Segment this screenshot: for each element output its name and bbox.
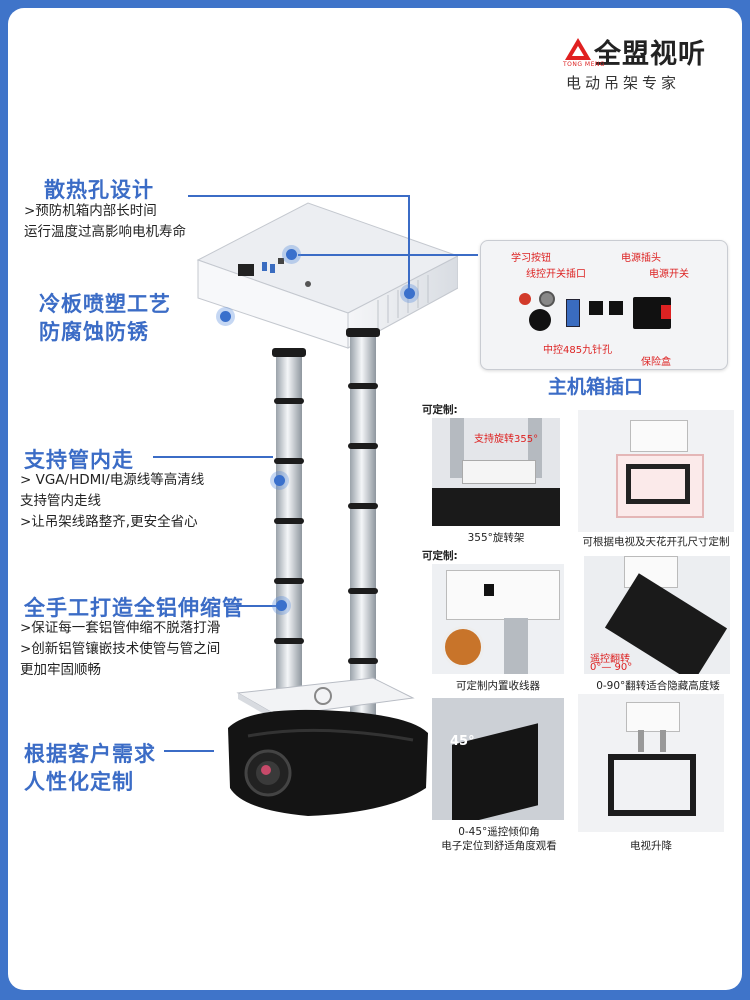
feature-desc-line: > VGA/HDMI/电源线等高清线	[20, 472, 205, 488]
label-power-plug: 电源插头	[621, 253, 661, 264]
brand-name: 全盟视听	[594, 39, 706, 70]
product-illustration	[196, 202, 458, 816]
callout-line	[236, 605, 276, 607]
tv-mount-graphic	[608, 754, 696, 816]
feature-title-coating: 冷板喷塑工艺	[39, 292, 171, 316]
label-power-switch: 电源开关	[649, 269, 689, 280]
learn-button-icon	[519, 293, 531, 305]
gallery-caption: 电子定位到舒适角度观看	[441, 840, 557, 852]
label-wire-switch-port: 线控开关插口	[526, 269, 586, 280]
pole-graphic	[504, 618, 528, 674]
feature-desc-custom: 人性化定制	[24, 770, 134, 794]
callout-dot	[276, 600, 287, 611]
tv-frame-graphic	[626, 464, 690, 504]
box-graphic	[630, 420, 688, 452]
feature-desc-aluminum-tube: >保证每一套铝管伸缩不脱落打滑 >创新铝管镶嵌技术使管与管之间 更加牢固顺畅	[20, 618, 220, 681]
callout-line	[153, 456, 273, 458]
box-graphic	[626, 702, 680, 732]
feature-desc-coating: 防腐蚀防锈	[39, 320, 149, 344]
gallery-caption: 可定制内置收线器	[456, 680, 540, 692]
feature-title-custom: 根据客户需求	[24, 742, 156, 766]
gallery-tile-tilt: 45°	[432, 698, 564, 820]
feature-desc-line: >让吊架线路整齐,更安全省心	[20, 514, 198, 530]
customizable-label: 可定制:	[422, 550, 458, 562]
label-fuse-box: 保险盒	[641, 357, 671, 368]
brand-logo-text: TONG MENG	[563, 61, 606, 68]
callout-line	[164, 750, 214, 752]
gallery-caption: 可根据电视及天花开孔尺寸定制	[582, 536, 730, 548]
gallery-caption: 355°旋转架	[467, 532, 525, 544]
callout-dot	[274, 475, 285, 486]
round-port-icon	[529, 309, 551, 331]
flip-overlay-line1: 遥控翻转	[590, 654, 630, 665]
label-rs485-port: 中控485九针孔	[543, 345, 613, 356]
box-graphic	[446, 570, 560, 620]
feature-title-internal-wiring: 支持管内走	[24, 448, 134, 472]
gallery-tile-custom-size	[578, 410, 734, 532]
label-learn-button: 学习按钮	[511, 253, 551, 264]
feature-desc-vent: >预防机箱内部长时间 运行温度过高影响电机寿命	[24, 201, 186, 243]
feature-desc-line: >创新铝管镶嵌技术使管与管之间	[20, 641, 221, 657]
product-card: 全盟视听 TONG MENG 电动吊架专家	[8, 8, 742, 990]
gallery-caption: 电视升降	[630, 840, 672, 852]
wire-switch-port-icon	[539, 291, 555, 307]
gallery-tile-rotation: 支持旋转355°	[432, 418, 560, 526]
feature-desc-internal-wiring: > VGA/HDMI/电源线等高清线 支持管内走线 >让吊架线路整齐,更安全省心	[20, 470, 204, 533]
feature-desc-line: 更加牢固顺畅	[20, 662, 101, 678]
pole-graphic	[450, 418, 464, 478]
feature-desc-line: >保证每一套铝管伸缩不脱落打滑	[20, 620, 221, 636]
feature-title-vent: 散热孔设计	[44, 178, 154, 202]
rotation-overlay-label: 支持旋转355°	[474, 434, 539, 445]
gallery-caption: 0-90°翻转适合隐藏高度矮	[596, 680, 720, 692]
panel-inset: 学习按钮 线控开关插口 电源插头 电源开关 中控485九针孔 保险盒	[480, 240, 728, 370]
port-icon	[609, 301, 623, 315]
port-icon	[484, 584, 494, 596]
tilt-angle-overlay: 45°	[450, 734, 475, 749]
callout-dot	[286, 249, 297, 260]
bracket-graphic	[432, 488, 560, 526]
brand-tagline: 电动吊架专家	[566, 74, 681, 92]
gallery-caption: 0-45°遥控倾仰角	[458, 826, 540, 838]
rotation-plate	[462, 460, 536, 484]
cable-reel-graphic	[442, 626, 484, 668]
gallery-tile-flip: 遥控翻转 0°— 90°	[584, 556, 730, 674]
gallery-tile-tv-lift	[578, 694, 724, 832]
panel-title: 主机箱插口	[548, 376, 644, 398]
pole-graphic	[660, 730, 666, 752]
customizable-label: 可定制:	[422, 404, 458, 416]
callout-line	[408, 195, 410, 295]
callout-dot	[220, 311, 231, 322]
port-icon	[589, 301, 603, 315]
feature-desc-line: 运行温度过高影响电机寿命	[24, 224, 186, 240]
gallery-tile-cable-reel	[432, 564, 564, 674]
flip-overlay-line2: 0°— 90°	[590, 662, 633, 673]
feature-desc-line: 支持管内走线	[20, 493, 101, 509]
power-switch-icon	[661, 305, 671, 319]
feature-desc-line: >预防机箱内部长时间	[24, 203, 157, 219]
callout-line	[188, 195, 408, 197]
brand-logo-icon	[565, 38, 591, 60]
db9-port-icon	[566, 299, 580, 327]
feature-title-aluminum-tube: 全手工打造全铝伸缩管	[24, 596, 244, 620]
pole-graphic	[638, 730, 644, 752]
callout-line	[298, 254, 478, 256]
callout-dot	[404, 288, 415, 299]
